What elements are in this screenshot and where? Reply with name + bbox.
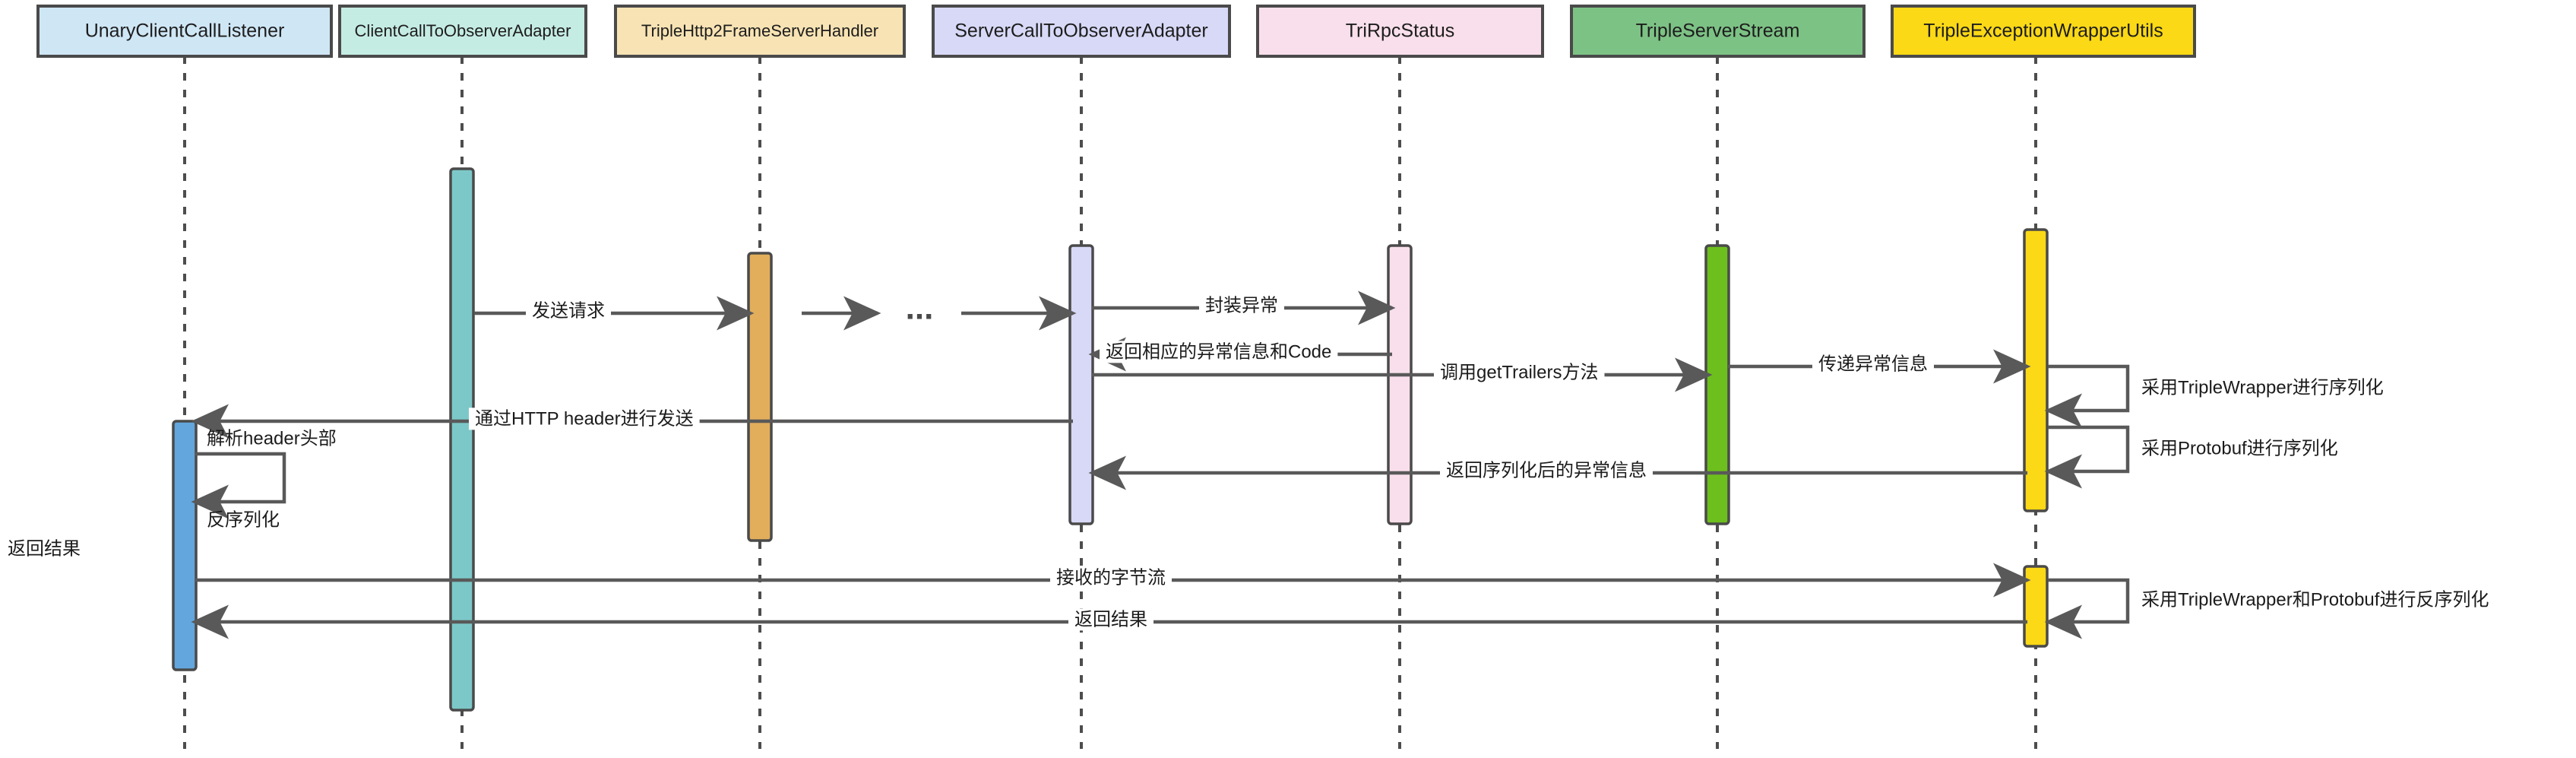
annotation-0: 返回结果 xyxy=(8,538,81,559)
participant-box-triple-server-stream[interactable] xyxy=(1570,5,1866,58)
participant-label-tri-rpc-status: TriRpcStatus xyxy=(1346,21,1455,42)
participant-label-triple-exception-wrapper-utils: TripleExceptionWrapperUtils xyxy=(1923,21,2163,42)
activation-bar-act-http2-handler xyxy=(747,252,773,542)
activation-bar-act-exception-utils-1 xyxy=(2023,228,2049,512)
message-label-bg-msg-return-exception-code xyxy=(1100,341,1338,363)
annotations-group: 返回结果 xyxy=(8,538,81,559)
message-label-msg-return-serialized-exception: 返回序列化后的异常信息 xyxy=(1446,460,1647,480)
message-label-msg-return-result-bottom: 返回结果 xyxy=(1074,609,1147,630)
message-label-bg-msg-received-byte-stream xyxy=(1050,566,1172,589)
self-message-label-self-msg-protobuf-serialize: 采用Protobuf进行序列化 xyxy=(2141,438,2338,458)
message-label-bg-msg-send-via-http-header xyxy=(469,408,700,430)
participant-box-client-call-to-observer-adapter[interactable] xyxy=(338,5,587,58)
participant-box-unary-client-call-listener[interactable] xyxy=(36,5,333,58)
self-message-path-self-msg-triple-wrapper-serialize xyxy=(2044,364,2130,428)
self-message-label-self-msg-deserialize: 采用TripleWrapper和Protobuf进行反序列化 xyxy=(2141,589,2489,610)
message-label-msg-received-byte-stream: 接收的字节流 xyxy=(1056,567,1166,588)
activation-bar-act-unary-listener xyxy=(172,420,198,671)
participant-label-triple-server-stream: TripleServerStream xyxy=(1636,21,1800,42)
self-message-path-self-msg-parse-header xyxy=(191,452,286,519)
participant-label-unary-client-call-listener: UnaryClientCallListener xyxy=(85,21,285,42)
participants-group: UnaryClientCallListener ClientCallToObser… xyxy=(36,5,2196,58)
self-message-label-self-msg-triple-wrapper-serialize: 采用TripleWrapper进行序列化 xyxy=(2141,377,2384,398)
self-message-path-self-msg-deserialize xyxy=(2044,578,2130,639)
message-label-bg-msg-return-result-bottom xyxy=(1068,608,1154,631)
participant-label-client-call-to-observer-adapter: ClientCallToObserverAdapter xyxy=(355,21,571,40)
message-label-msg-pass-exception-info: 传递异常信息 xyxy=(1818,354,1928,374)
participant-label-triple-http2-frame-server-handler: TripleHttp2FrameServerHandler xyxy=(641,21,878,40)
message-label-bg-msg-wrap-exception xyxy=(1199,294,1284,317)
self-message-path-self-msg-protobuf-serialize xyxy=(2044,425,2130,489)
self-message-label-below-self-msg-parse-header: 反序列化 xyxy=(207,509,280,530)
activation-bar-act-server-call-adapter xyxy=(1068,244,1094,525)
activation-bar-act-client-call-adapter xyxy=(449,167,475,712)
message-label-msg-send-via-http-header: 通过HTTP header进行发送 xyxy=(475,408,694,429)
activation-bar-act-server-stream xyxy=(1704,244,1730,525)
message-label-msg-wrap-exception: 封装异常 xyxy=(1205,295,1278,316)
message-label-bg-msg-pass-exception-info xyxy=(1812,353,1934,376)
message-label-msg-return-exception-code: 返回相应的异常信息和Code xyxy=(1106,341,1331,362)
message-label-bg-msg-send-request xyxy=(526,300,611,322)
activations-group xyxy=(172,167,2049,712)
message-label-bg-msg-call-get-trailers xyxy=(1434,361,1605,384)
self-message-label-above-self-msg-parse-header: 解析header头部 xyxy=(207,428,337,449)
participant-box-server-call-to-observer-adapter[interactable] xyxy=(932,5,1231,58)
participant-box-triple-http2-frame-server-handler[interactable] xyxy=(614,5,906,58)
participant-box-triple-exception-wrapper-utils[interactable] xyxy=(1891,5,2196,58)
activation-bar-act-tri-rpc-status xyxy=(1387,244,1413,525)
activation-bar-act-exception-utils-2 xyxy=(2023,565,2049,648)
message-label-msg-call-get-trailers: 调用getTrailers方法 xyxy=(1440,362,1598,382)
message-label-bg-msg-return-serialized-exception xyxy=(1440,459,1653,482)
participant-box-tri-rpc-status[interactable] xyxy=(1256,5,1544,58)
message-label-msg-send-request: 发送请求 xyxy=(532,300,605,321)
participant-label-server-call-to-observer-adapter: ServerCallToObserverAdapter xyxy=(954,21,1207,42)
ellipsis-marker: ... xyxy=(906,290,934,327)
